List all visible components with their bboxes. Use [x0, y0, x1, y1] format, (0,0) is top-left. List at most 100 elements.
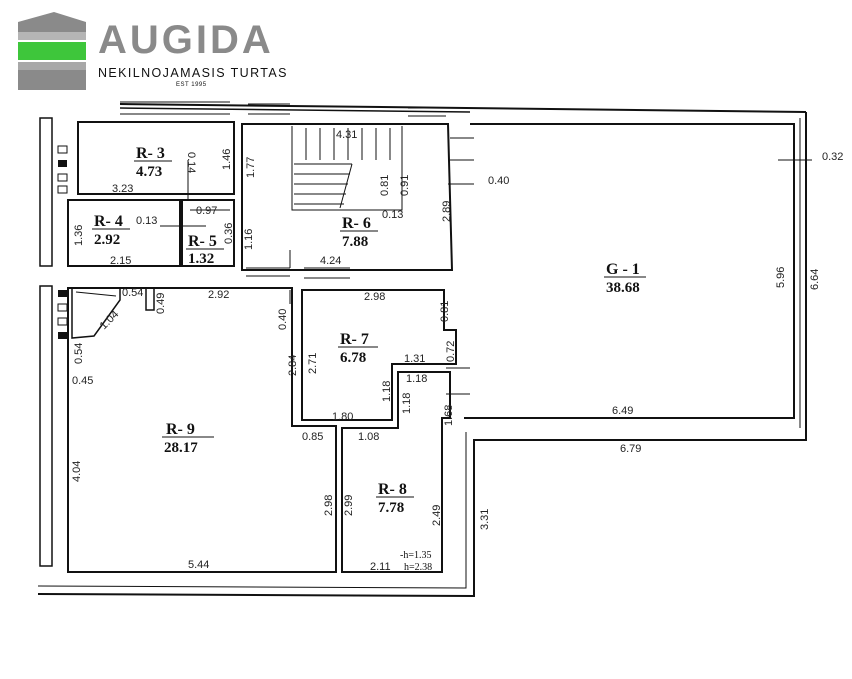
- room-r8-name: R- 8: [378, 481, 407, 498]
- top-windows: [120, 101, 446, 117]
- dim-4-04: 4.04: [71, 461, 83, 482]
- vertical-dimension-labels: 1.46 1.77 0.14 1.36 0.36 1.16 0.81 0.91 …: [71, 149, 821, 530]
- dim-0-45: 0.45: [72, 375, 93, 387]
- height-note-1: -h=1.35: [400, 550, 431, 561]
- dim-3-23: 3.23: [112, 183, 133, 195]
- dim-2-15: 2.15: [110, 255, 131, 267]
- bottom-thin-wall: [37, 432, 467, 589]
- room-r4-name: R- 4: [94, 213, 123, 230]
- dim-2-71: 2.71: [307, 353, 319, 374]
- brand-logo: [14, 10, 294, 94]
- room-r4-outline: [67, 199, 181, 267]
- dim-1-16: 1.16: [243, 229, 255, 250]
- left-wall-upper: [39, 117, 53, 267]
- room-r8-area: 7.78: [378, 500, 404, 516]
- dim-2-49: 2.49: [431, 505, 443, 526]
- dim-1-18-c: 1.18: [401, 393, 413, 414]
- dim-2-99: 2.99: [343, 495, 355, 516]
- dim-6-79: 6.79: [620, 443, 641, 455]
- dim-4-24: 4.24: [320, 255, 341, 267]
- room-r3-name: R- 3: [136, 145, 165, 162]
- dim-0-40-a: 0.40: [488, 175, 509, 187]
- dim-0-81-a: 0.81: [379, 175, 391, 196]
- brand-subtitle: NEKILNOJAMASIS TURTAS: [98, 66, 288, 80]
- stair-line: [339, 163, 353, 209]
- dim-0-91: 0.91: [399, 175, 411, 196]
- garage-inner-wall: [464, 123, 795, 419]
- room-r9-name: R- 9: [166, 421, 195, 438]
- dim-0-49: 0.49: [155, 293, 167, 314]
- dim-0-54-b: 0.54: [73, 343, 85, 364]
- stair-treads-top: [305, 128, 391, 160]
- dim-6-64: 6.64: [809, 269, 821, 290]
- brand-established: EST 1995: [176, 82, 207, 88]
- dim-3-31: 3.31: [479, 509, 491, 530]
- dim-2-11: 2.11: [370, 561, 391, 573]
- dim-1-36: 1.36: [73, 225, 85, 246]
- dim-2-98-a: 2.98: [364, 291, 385, 303]
- room-r3-outline: [77, 121, 235, 195]
- dim-0-54-a: 0.54: [122, 287, 143, 299]
- room-g1-area: 38.68: [606, 280, 640, 296]
- dim-0-32: 0.32: [822, 151, 843, 163]
- dimension-labels: 4.31 3.23 0.97 0.13 2.15 0.13 0.40 0.32 …: [72, 129, 843, 573]
- dim-2-92: 2.92: [208, 289, 229, 301]
- room-r8-outline: [341, 371, 451, 573]
- dim-6-49: 6.49: [612, 405, 633, 417]
- dim-0-36: 0.36: [223, 223, 235, 244]
- room-r5-area: 1.32: [188, 251, 214, 267]
- room-r7-area: 6.78: [340, 350, 366, 366]
- dim-1-80: 1.80: [332, 411, 353, 423]
- room-r7-name: R- 7: [340, 331, 369, 348]
- corner-wedge: [71, 287, 121, 339]
- dim-0-97: 0.97: [196, 205, 217, 217]
- left-wall-lower: [39, 285, 53, 567]
- dim-2-89: 2.89: [441, 201, 453, 222]
- augida-logo-icon: [18, 12, 86, 90]
- room-r3-area: 4.73: [136, 164, 162, 180]
- room-r6-outline: [241, 123, 454, 271]
- dim-2-98-b: 2.98: [323, 495, 335, 516]
- dim-1-31: 1.31: [404, 353, 425, 365]
- dim-2-84: 2.84: [287, 355, 299, 376]
- dim-4-31: 4.31: [336, 129, 357, 141]
- outer-right-bottom-wall: [37, 112, 807, 598]
- dim-1-77: 1.77: [245, 157, 257, 178]
- room-r6-area: 7.88: [342, 234, 368, 250]
- left-window-markers: [57, 145, 68, 339]
- outer-top-wall: [119, 103, 807, 113]
- room-r4-area: 2.92: [94, 232, 120, 248]
- room-r5-outline: [181, 199, 235, 267]
- dim-1-04: 1.04: [98, 308, 122, 332]
- room-labels: R- 3 4.73 R- 4 2.92 R- 5 1.32 R- 6 7.88 …: [92, 145, 646, 516]
- corner-wedge-inner: [75, 291, 117, 297]
- dim-0-13-b: 0.13: [382, 209, 403, 221]
- dimension-arrows: [160, 159, 812, 304]
- stair-treads-left: [294, 163, 352, 205]
- height-note-2: h=2.38: [404, 562, 432, 573]
- dim-5-96: 5.96: [775, 267, 787, 288]
- dim-1-68: 1.68: [443, 405, 455, 426]
- room-r9-area: 28.17: [164, 440, 198, 456]
- room-r7-outline: [301, 289, 457, 421]
- dim-1-18-b: 1.18: [381, 381, 393, 402]
- dim-0-40-b: 0.40: [277, 309, 289, 330]
- dim-1-18-a: 1.18: [406, 373, 427, 385]
- side-windows: [446, 137, 474, 395]
- dim-1-08: 1.08: [358, 431, 379, 443]
- room-r9-outline: [67, 287, 337, 573]
- dim-0-72: 0.72: [445, 341, 457, 362]
- room-g1-name: G - 1: [606, 261, 640, 278]
- dim-0-85: 0.85: [302, 431, 323, 443]
- small-chimney: [145, 287, 155, 311]
- dim-0-14: 0.14: [185, 152, 197, 173]
- logo-base-top: [18, 62, 86, 70]
- dim-0-13-a: 0.13: [136, 215, 157, 227]
- room-r5-name: R- 5: [188, 233, 217, 250]
- stairs-outline: [291, 126, 403, 211]
- dim-0-81-b: 0.81: [439, 301, 451, 322]
- internal-windows: [246, 267, 350, 279]
- logo-roof-shape: [18, 12, 86, 32]
- logo-green-band: [18, 42, 86, 60]
